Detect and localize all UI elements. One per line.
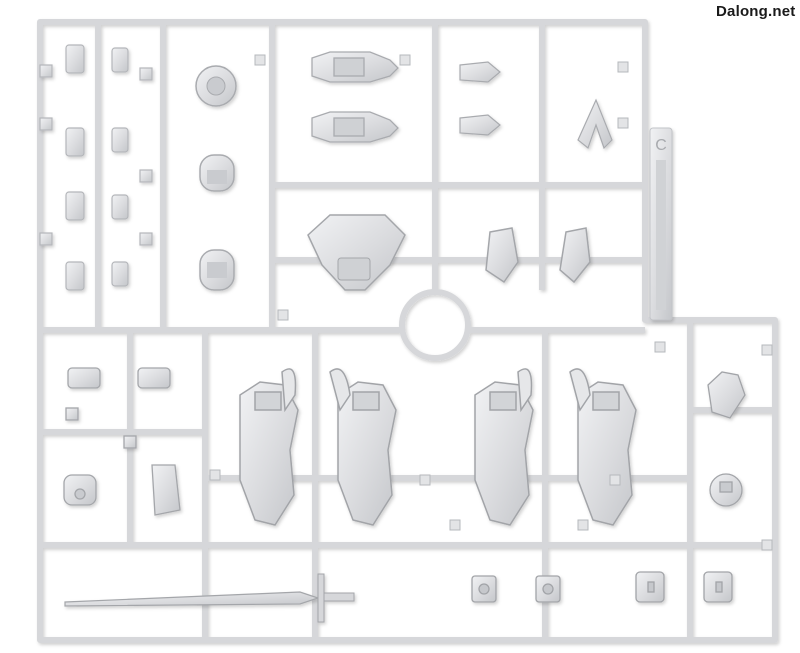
chest-armor-part <box>307 214 406 291</box>
connector-block-parts <box>471 571 733 603</box>
gate-tabs <box>209 54 773 551</box>
leg-armor-part-3 <box>474 368 534 526</box>
leg-armor-part-2 <box>329 368 397 526</box>
leg-armor-part-4 <box>569 368 637 526</box>
leg-armor-parts <box>239 368 637 526</box>
runner-tag: C <box>649 127 673 321</box>
sword-blade-part <box>64 573 355 623</box>
joint-block-parts <box>63 367 181 516</box>
leg-armor-part-1 <box>239 368 299 526</box>
watermark-text: Dalong.net <box>716 3 796 20</box>
small-clip-parts <box>39 44 153 291</box>
armor-plate-parts <box>485 227 591 284</box>
round-joint-parts <box>195 65 237 291</box>
runner-tag-letter: C <box>655 137 667 154</box>
head-parts <box>707 371 746 507</box>
frame-connector-parts <box>311 51 399 143</box>
small-bracket-parts <box>459 61 613 150</box>
